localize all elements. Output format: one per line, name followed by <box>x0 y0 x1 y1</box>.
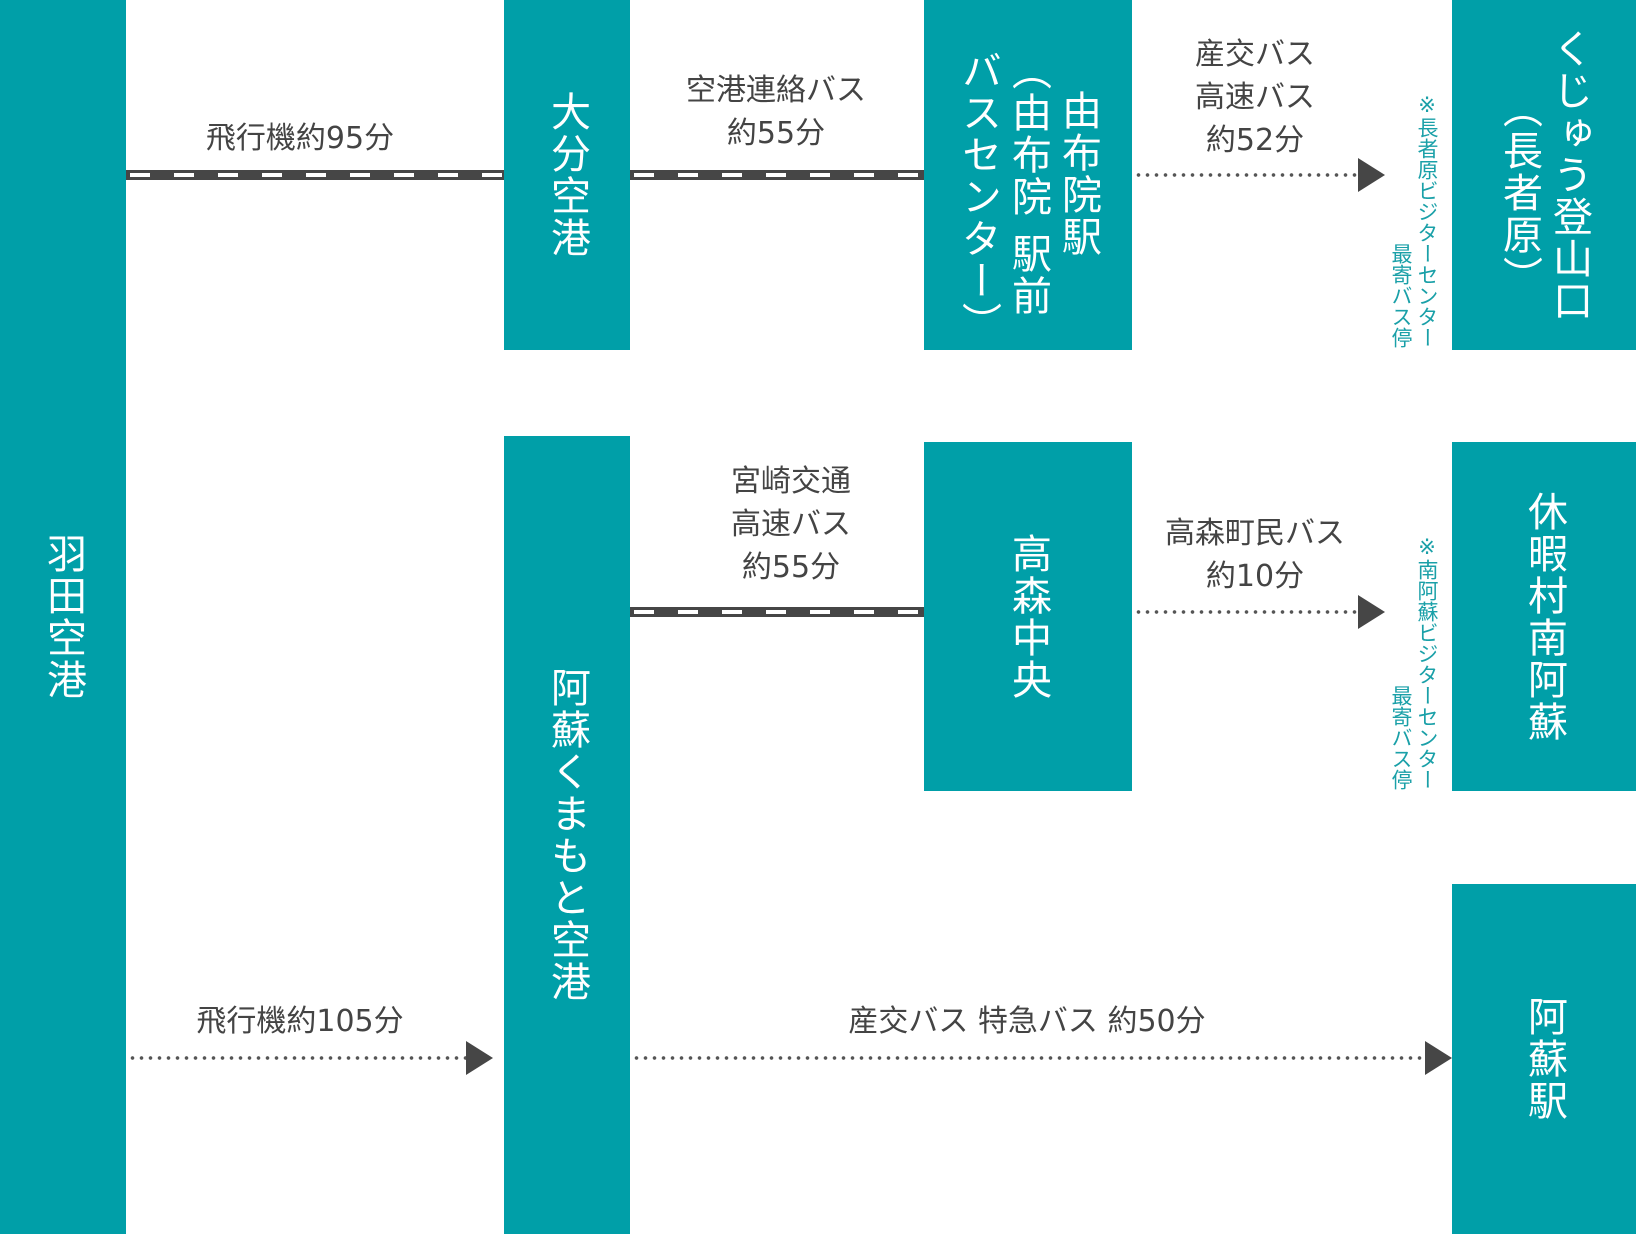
arrow-right-icon <box>1358 158 1385 192</box>
station-haneda-airport: 羽田空港 <box>0 0 126 1234</box>
arrow-right-icon <box>466 1041 493 1075</box>
station-aso: 阿蘇駅 <box>1452 884 1636 1234</box>
station-label: 阿蘇駅 <box>1521 996 1567 1122</box>
route-label-yufuin-kuju: 産交バス高速バス約52分 <box>1195 37 1315 158</box>
dotted-line-kumamoto-aso <box>632 1056 1426 1060</box>
dotted-line-haneda-kumamoto <box>128 1056 466 1060</box>
note-kyuka-bus-stop: ※南阿蘇ビジターセンター最寄バス停 <box>1389 535 1439 790</box>
station-label-line: （長者原） <box>1496 88 1542 298</box>
route-label-takamori-kyuka: 高森町民バス約10分 <box>1165 516 1345 594</box>
station-takamori-chuo: 高森中央 <box>924 442 1132 791</box>
station-label: 休暇村南阿蘇 <box>1521 490 1567 743</box>
route-label-kumamoto-takamori: 宮崎交通高速バス約55分 <box>731 464 851 585</box>
rail-line-haneda-oita <box>126 170 504 180</box>
station-label: 羽田空港 <box>40 533 86 701</box>
station-oita-airport: 大分空港 <box>504 0 630 350</box>
dotted-line-yufuin-kuju <box>1134 173 1358 177</box>
station-label-line: バスセンター） <box>955 50 1001 344</box>
dotted-line-takamori-kyuka <box>1134 610 1358 614</box>
station-kyukamura-minami-aso: 休暇村南阿蘇 <box>1452 442 1636 791</box>
route-label-oita-yufuin: 空港連絡バス約55分 <box>686 73 866 151</box>
station-label-line: （由布院 駅前 <box>1005 50 1051 317</box>
route-label-haneda-oita: 飛行機約95分 <box>205 121 395 156</box>
station-yufuin: 由布院駅 （由布院 駅前 バスセンター） <box>924 0 1132 350</box>
arrow-right-icon <box>1358 595 1385 629</box>
station-label: 高森中央 <box>1005 532 1051 701</box>
station-aso-kumamoto-airport: 阿蘇くまもと空港 <box>504 436 630 1234</box>
station-label-line: 由布院駅 <box>1055 90 1101 258</box>
route-label-haneda-kumamoto: 飛行機約105分 <box>196 1004 404 1039</box>
station-label: 由布院駅 （由布院 駅前 バスセンター） <box>953 50 1103 344</box>
rail-line-kumamoto-takamori <box>630 607 924 617</box>
station-label-line: くじゅう登山口 <box>1546 28 1592 322</box>
station-kuju-trailhead: くじゅう登山口 （長者原） <box>1452 0 1636 350</box>
route-label-kumamoto-aso: 産交バス 特急バス 約50分 <box>848 1004 1206 1039</box>
station-label: くじゅう登山口 （長者原） <box>1494 28 1594 322</box>
arrow-right-icon <box>1425 1041 1452 1075</box>
rail-line-oita-yufuin <box>630 170 924 180</box>
station-label: 大分空港 <box>544 91 590 259</box>
note-kuju-bus-stop: ※長者原ビジターセンター最寄バス停 <box>1389 93 1439 348</box>
station-label: 阿蘇くまもと空港 <box>544 667 590 1003</box>
